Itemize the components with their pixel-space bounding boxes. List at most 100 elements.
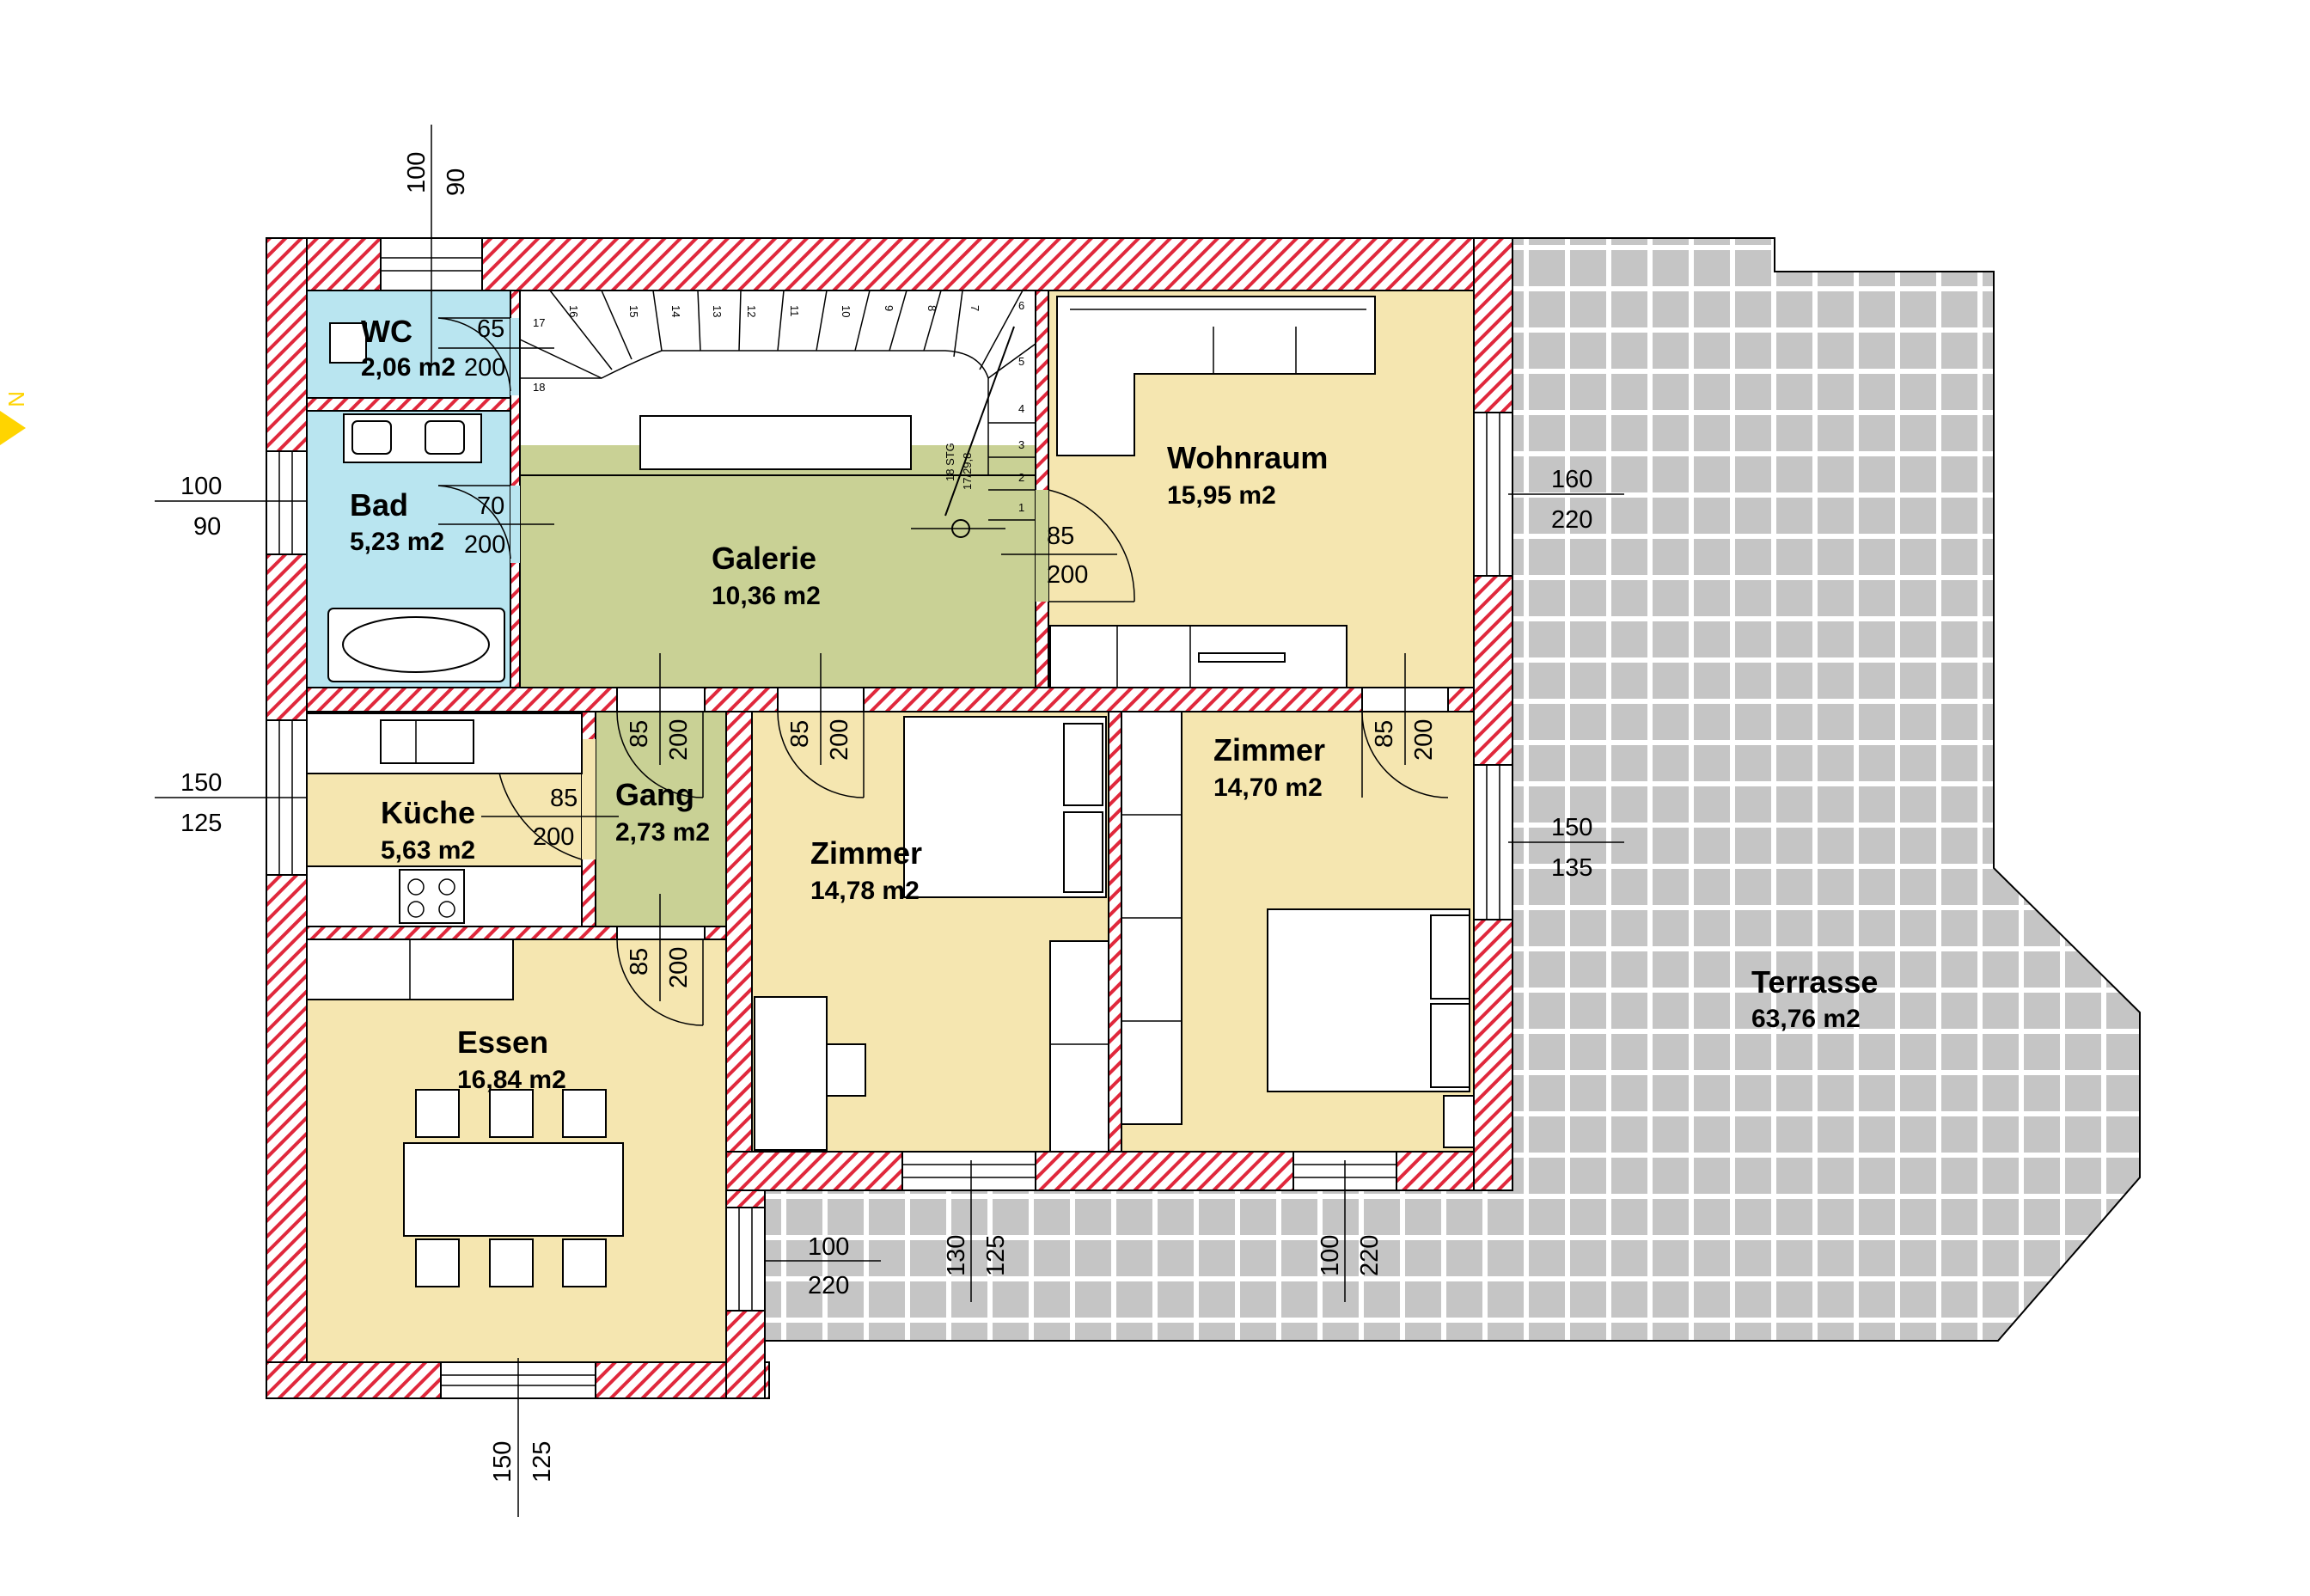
stair-step-number: 5 — [1018, 355, 1024, 368]
dim-door-galerie-zimmer1-width: 85 — [786, 720, 814, 748]
room-area-zimmer-1: 14,78 m2 — [810, 877, 920, 905]
dim-left-kueche-height: 125 — [180, 810, 222, 837]
dim-top-wc-width: 100 — [403, 152, 431, 193]
room-area-kueche: 5,63 m2 — [381, 836, 475, 865]
stair-step-number: 12 — [745, 305, 758, 317]
stair-step-number: 8 — [926, 305, 938, 311]
stair-tread — [601, 290, 632, 360]
dim-door-wc-width: 65 — [477, 315, 504, 343]
stair-tread — [816, 290, 828, 352]
stair-tread — [549, 290, 613, 370]
room-area-essen: 16,84 m2 — [457, 1066, 566, 1094]
stair-tread — [777, 290, 785, 352]
dim-essen-terrace-height: 220 — [808, 1272, 849, 1299]
room-area-zimmer-2: 14,70 m2 — [1213, 774, 1323, 802]
stair-tread — [519, 339, 602, 379]
room-name-gang: Gang — [615, 777, 694, 812]
stair-step-number: 7 — [969, 305, 981, 311]
room-area-terrasse: 63,76 m2 — [1751, 1005, 1861, 1033]
dim-door-bad-height: 200 — [464, 531, 505, 559]
stair-step-number: 6 — [1018, 299, 1024, 312]
dim-bottom-essen-width: 150 — [489, 1441, 516, 1483]
stair-step-number: 4 — [1018, 402, 1024, 415]
room-name-galerie: Galerie — [712, 541, 816, 576]
stair-tread — [652, 290, 663, 352]
dim-right-wohnraum-width: 160 — [1551, 466, 1592, 493]
stair-tread — [953, 290, 963, 358]
stair-step-number: 9 — [883, 305, 895, 311]
north-arrow-icon — [0, 411, 26, 445]
stair-step-number: 15 — [627, 305, 640, 317]
dim-door-galerie-gang-height: 200 — [665, 719, 693, 761]
door-swings — [437, 317, 1449, 1026]
galerie-floor — [520, 445, 1036, 688]
dimension-lines — [155, 125, 1624, 1517]
stair-tread — [979, 290, 1024, 370]
stair-step-number: 16 — [567, 305, 580, 317]
room-area-galerie: 10,36 m2 — [712, 582, 821, 610]
stair-step-number: 17 — [533, 316, 545, 329]
room-name-kueche: Küche — [381, 795, 475, 830]
dim-right-zimmer2-width: 150 — [1551, 814, 1592, 841]
room-name-terrasse: Terrasse — [1751, 964, 1878, 1000]
dim-door-wohnraum-width: 85 — [1047, 523, 1074, 550]
stair-step-number: 10 — [840, 305, 852, 317]
dim-door-bad-width: 70 — [477, 492, 504, 520]
dim-door-wohnraum-height: 200 — [1047, 561, 1088, 589]
dim-door-wc-height: 200 — [464, 354, 505, 382]
dim-bottom-zimmer2-height: 220 — [1356, 1235, 1384, 1276]
dim-right-wohnraum-height: 220 — [1551, 506, 1592, 534]
stair-step-number: 14 — [669, 305, 682, 317]
gang-floor — [596, 712, 726, 926]
door-dimensions: 65 200 70 200 85 200 85 200 85 200 85 20… — [464, 315, 1438, 988]
room-name-wohnraum: Wohnraum — [1167, 440, 1328, 475]
window-dimensions: 100 90 100 90 150 125 160 220 150 135 15… — [180, 152, 1592, 1483]
dim-door-galerie-zimmer1-height: 200 — [826, 719, 853, 761]
dim-door-wohnraum-zimmer2-height: 200 — [1410, 719, 1438, 761]
stair-tread — [923, 290, 942, 352]
stair-step-number: 13 — [711, 305, 724, 317]
fixtures — [306, 296, 1475, 1287]
dim-top-wc-height: 90 — [443, 168, 470, 196]
dim-bottom-zimmer1-width: 130 — [943, 1235, 970, 1276]
dim-door-kueche-height: 200 — [533, 823, 574, 851]
stair-tread — [987, 343, 1036, 379]
stair-step-number: 2 — [1018, 471, 1024, 484]
dim-door-gang-essen-width: 85 — [626, 948, 653, 975]
dim-left-bad-width: 100 — [180, 473, 222, 500]
north-arrow: N — [0, 391, 29, 445]
room-name-zimmer-2: Zimmer — [1213, 732, 1325, 767]
dim-bottom-essen-height: 125 — [529, 1441, 556, 1483]
room-labels: WC 2,06 m2 Bad 5,23 m2 Galerie 10,36 m2 … — [350, 314, 1878, 1094]
stair-ratio: 17/29,8 — [961, 453, 974, 490]
dim-door-galerie-gang-width: 85 — [626, 720, 653, 748]
stair-step-number: 1 — [1018, 501, 1024, 514]
dim-bottom-zimmer1-height: 125 — [982, 1235, 1010, 1276]
dim-door-kueche-width: 85 — [550, 785, 578, 812]
stair-step-number: 11 — [788, 305, 801, 317]
stair-step-number: 3 — [1018, 438, 1024, 451]
stair-label: 18 STG — [944, 443, 956, 481]
room-name-essen: Essen — [457, 1024, 548, 1060]
room-name-bad: Bad — [350, 487, 408, 523]
dim-essen-terrace-width: 100 — [808, 1233, 849, 1261]
walls — [266, 237, 1513, 1399]
dim-bottom-zimmer2-width: 100 — [1317, 1235, 1344, 1276]
stair-tread — [697, 290, 701, 352]
room-name-wc: WC — [361, 314, 412, 349]
dim-left-kueche-width: 150 — [180, 769, 222, 797]
dim-door-wohnraum-zimmer2-width: 85 — [1371, 720, 1398, 748]
dim-door-gang-essen-height: 200 — [665, 947, 693, 988]
stair-step-number: 18 — [533, 381, 545, 394]
room-area-gang: 2,73 m2 — [615, 818, 710, 847]
room-area-wc: 2,06 m2 — [361, 353, 455, 382]
stair-tread — [854, 290, 871, 352]
north-label: N — [3, 391, 29, 407]
room-area-bad: 5,23 m2 — [350, 528, 444, 556]
dim-left-bad-height: 90 — [193, 513, 221, 541]
room-name-zimmer-1: Zimmer — [810, 835, 922, 871]
stair-tread — [738, 290, 742, 352]
room-area-wohnraum: 15,95 m2 — [1167, 481, 1276, 510]
